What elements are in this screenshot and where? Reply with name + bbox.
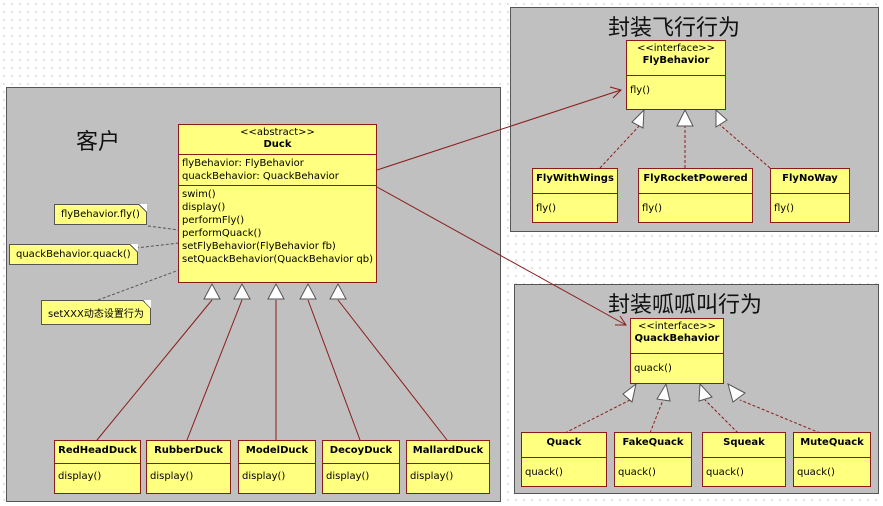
duck-stereotype: <<abstract>> [240,127,315,138]
decoyduck-class[interactable]: DecoyDuck display() [322,440,400,494]
association-duck-quackbehavior [376,186,627,326]
triangle-duck-5 [329,282,347,300]
duck-attributes: flyBehavior: FlyBehavior quackBehavior: … [179,155,376,186]
class-method: fly() [536,203,557,214]
note-link-3 [97,269,180,301]
realization-flynoway [719,124,771,169]
class-name: RubberDuck [154,445,223,456]
class-name: FlyNoWay [782,173,838,184]
class-name: FlyRocketPowered [643,173,748,184]
realization-squeak [704,399,739,434]
class-name: FakeQuack [622,437,684,448]
class-name: Squeak [723,437,765,448]
class-method: quack() [618,467,656,478]
class-method: display() [410,471,454,482]
arrowhead-flybehavior [609,86,622,99]
mallardduck-class[interactable]: MallardDuck display() [406,440,490,494]
triangle-duck-4 [299,282,317,300]
realization-fakequack [649,399,664,434]
triangle-fly-3 [715,108,728,128]
class-name: MuteQuack [800,437,864,448]
generalization-rubberduck [186,299,243,441]
modelduck-class[interactable]: ModelDuck display() [238,440,316,494]
class-method: display() [58,471,102,482]
fakequack-class[interactable]: FakeQuack quack() [614,432,692,487]
quackbehavior-method: quack() [634,363,672,374]
client-package-title: 客户 [76,130,121,155]
flybehavior-name: FlyBehavior [642,55,710,66]
duck-class-name: Duck [263,139,292,150]
mutequack-class[interactable]: MuteQuack quack() [793,432,871,487]
class-method: quack() [706,467,744,478]
note-quackbehavior-quack[interactable]: quackBehavior.quack() [9,244,138,265]
duck-method: swim() [182,189,216,200]
class-name: ModelDuck [245,445,309,456]
triangle-fly-1 [631,108,645,129]
quackbehavior-interface[interactable]: <<interface>> QuackBehavior quack() [630,318,724,384]
duck-method: performFly() [182,215,245,226]
triangle-duck-2 [233,282,251,300]
duck-method: setFlyBehavior(FlyBehavior fb) [182,241,336,252]
quack-class[interactable]: Quack quack() [521,432,607,487]
generalization-mallardduck [337,299,448,441]
triangle-quack-2 [656,382,671,402]
duck-attribute: quackBehavior: QuackBehavior [182,171,339,182]
generalization-redheadduck [96,299,213,441]
class-method: quack() [525,467,563,478]
note-flybehavior-fly[interactable]: flyBehavior.fly() [54,204,147,225]
class-name: DecoyDuck [329,445,393,456]
flynoway-class[interactable]: FlyNoWay fly() [770,168,850,223]
duck-method: setQuackBehavior(QuackBehavior qb) [182,254,374,265]
triangle-quack-1 [622,382,637,403]
class-name: MallardDuck [412,445,484,456]
triangle-duck-3 [267,282,285,300]
squeak-class[interactable]: Squeak quack() [702,432,786,487]
note-setxxx[interactable]: setXXX动态设置行为 [41,300,151,325]
duck-method: display() [182,202,226,213]
flybehavior-stereotype: <<interface>> [636,43,716,54]
realization-flywithwings [599,124,641,169]
flyrocketpowered-class[interactable]: FlyRocketPowered fly() [638,168,753,223]
duck-attribute: flyBehavior: FlyBehavior [182,158,304,169]
duck-class-header: <<abstract>> Duck [179,125,376,155]
flywithwings-class[interactable]: FlyWithWings fly() [532,168,618,223]
fly-package-title: 封装飞行行为 [608,16,741,41]
flybehavior-method: fly() [630,85,651,96]
class-name: RedHeadDuck [58,445,137,456]
triangle-quack-3 [698,382,713,402]
quackbehavior-stereotype: <<interface>> [637,321,717,332]
association-duck-flybehavior [376,89,622,171]
class-method: display() [242,471,286,482]
triangle-quack-4 [727,383,746,403]
note-link-1 [147,225,180,231]
class-name: FlyWithWings [536,173,614,184]
duck-class[interactable]: <<abstract>> Duck flyBehavior: FlyBehavi… [178,124,377,283]
generalization-decoyduck [307,299,361,441]
note-link-2 [135,242,180,249]
class-method: fly() [642,203,663,214]
rubberduck-class[interactable]: RubberDuck display() [146,440,231,494]
realization-mutequack [739,399,821,434]
class-name: Quack [546,437,582,448]
redheadduck-class[interactable]: RedHeadDuck display() [54,440,141,494]
arrowhead-quackbehavior [615,315,627,326]
realization-quack [564,399,631,434]
class-method: fly() [774,203,795,214]
class-method: quack() [797,467,835,478]
class-method: display() [326,471,370,482]
quack-package-title: 封装呱呱叫行为 [608,293,763,318]
class-method: display() [150,471,194,482]
flybehavior-interface[interactable]: <<interface>> FlyBehavior fly() [626,40,726,110]
quackbehavior-name: QuackBehavior [634,333,720,344]
duck-method: performQuack() [182,228,262,239]
triangle-duck-1 [203,282,221,300]
duck-methods: swim() display() performFly() performQua… [179,186,376,268]
triangle-fly-2 [676,108,694,127]
